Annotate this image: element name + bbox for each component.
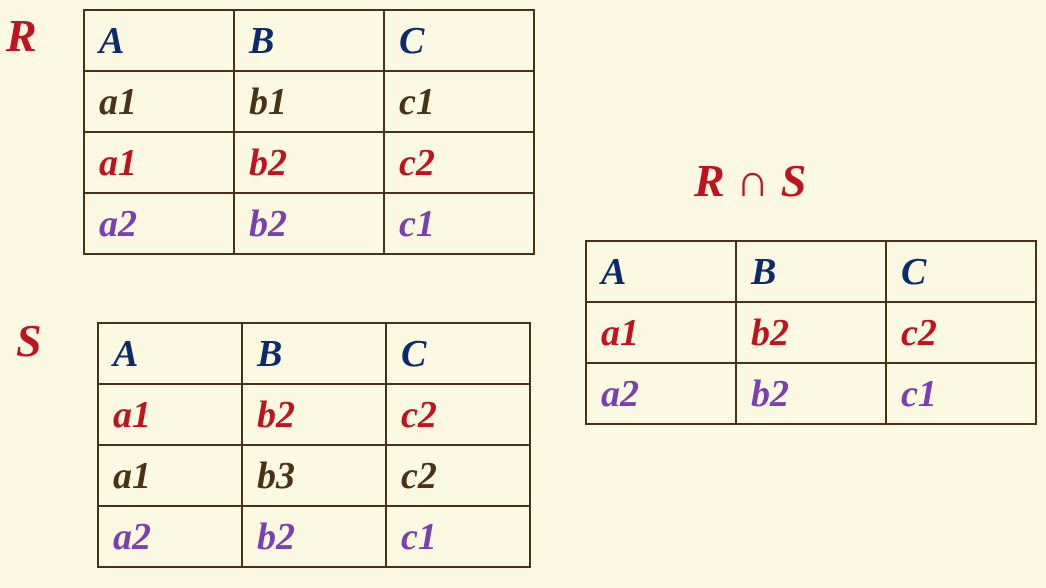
cell-a: a2 [585, 362, 737, 425]
cell-b: b2 [241, 383, 387, 446]
cell-a: a2 [83, 192, 235, 255]
cell-b: b2 [241, 505, 387, 568]
header-row: A B C [97, 322, 531, 385]
table-row: a1 b3 c2 [97, 444, 531, 507]
relation-r-table: A B C a1 b1 c1 a1 b2 c2 a2 b2 c1 [83, 9, 535, 255]
cell-a: a1 [97, 444, 243, 507]
header-cell-b: B [233, 9, 385, 72]
cell-b: b3 [241, 444, 387, 507]
cell-c: c1 [885, 362, 1037, 425]
table-row: a1 b1 c1 [83, 70, 535, 133]
cell-c: c2 [385, 444, 531, 507]
cell-b: b2 [735, 362, 887, 425]
cell-a: a1 [97, 383, 243, 446]
table-row: a2 b2 c1 [97, 505, 531, 568]
cell-b: b1 [233, 70, 385, 133]
header-cell-a: A [585, 240, 737, 303]
table-row: a1 b2 c2 [97, 383, 531, 446]
header-cell-a: A [83, 9, 235, 72]
header-cell-b: B [735, 240, 887, 303]
header-cell-c: C [385, 322, 531, 385]
table-row: a2 b2 c1 [585, 362, 1037, 425]
relation-s-table: A B C a1 b2 c2 a1 b3 c2 a2 b2 c1 [97, 322, 531, 568]
header-row: A B C [83, 9, 535, 72]
cell-c: c1 [383, 192, 535, 255]
header-cell-b: B [241, 322, 387, 385]
table-row: a1 b2 c2 [83, 131, 535, 194]
cell-c: c2 [385, 383, 531, 446]
cell-c: c1 [385, 505, 531, 568]
cell-a: a1 [83, 131, 235, 194]
cell-c: c2 [383, 131, 535, 194]
header-cell-c: C [885, 240, 1037, 303]
cell-c: c2 [885, 301, 1037, 364]
cell-c: c1 [383, 70, 535, 133]
cell-a: a2 [97, 505, 243, 568]
cell-a: a1 [83, 70, 235, 133]
table-row: a2 b2 c1 [83, 192, 535, 255]
cell-b: b2 [233, 131, 385, 194]
cell-b: b2 [233, 192, 385, 255]
header-cell-a: A [97, 322, 243, 385]
cell-b: b2 [735, 301, 887, 364]
header-row: A B C [585, 240, 1037, 303]
header-cell-c: C [383, 9, 535, 72]
relation-r-label: R [6, 10, 37, 61]
intersection-table: A B C a1 b2 c2 a2 b2 c1 [585, 240, 1037, 425]
table-row: a1 b2 c2 [585, 301, 1037, 364]
intersection-label: R ∩ S [694, 155, 807, 206]
relation-s-label: S [16, 315, 42, 366]
cell-a: a1 [585, 301, 737, 364]
